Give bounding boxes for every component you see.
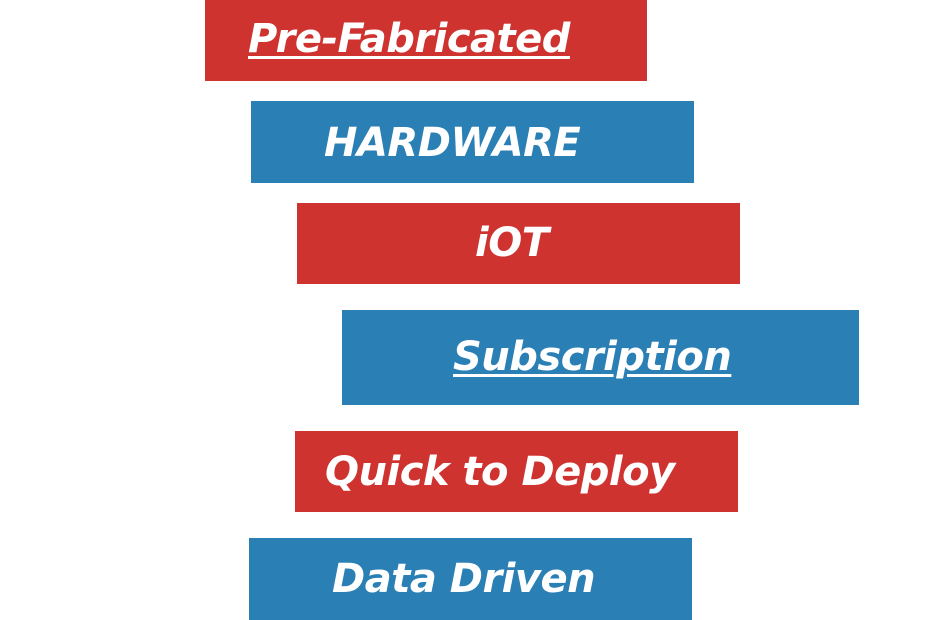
subscription-link[interactable]: Subscription [453,334,732,380]
iot-label: iOT [475,220,549,266]
data-driven-label: Data Driven [332,556,596,602]
band-hardware: HARDWARE [251,101,694,183]
band-iot: iOT [297,203,740,284]
hardware-label: HARDWARE [324,120,581,166]
band-quick-to-deploy: Quick to Deploy [295,431,738,512]
quick-to-deploy-label: Quick to Deploy [325,449,675,495]
band-pre-fabricated[interactable]: Pre-Fabricated [205,0,647,81]
band-subscription[interactable]: Subscription [342,310,859,405]
band-data-driven: Data Driven [249,538,692,620]
pre-fabricated-link[interactable]: Pre-Fabricated [248,16,570,62]
